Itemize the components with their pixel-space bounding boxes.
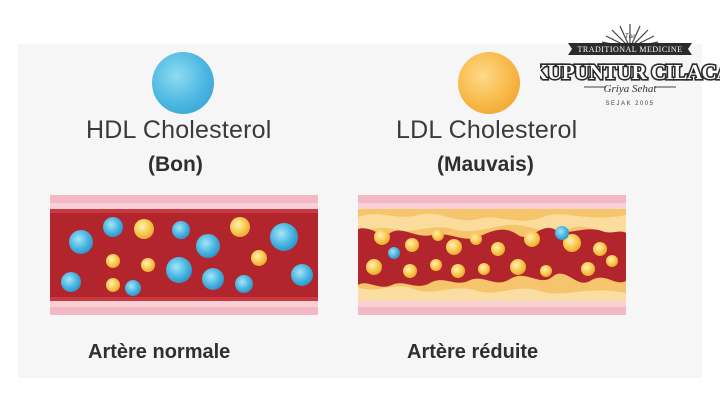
ldl-particles xyxy=(366,229,618,278)
ldl-particle-icon xyxy=(458,52,520,114)
narrowed-artery-caption: Artère réduite xyxy=(407,341,539,363)
narrowed-artery-illustration xyxy=(358,195,626,315)
hdl-title: HDL Cholesterol xyxy=(86,116,272,144)
ldl-title: LDL Cholesterol xyxy=(396,116,578,144)
hdl-subtitle: (Bon) xyxy=(148,153,203,176)
svg-text:SEJAK 2005: SEJAK 2005 xyxy=(605,101,654,107)
ldl-particles xyxy=(106,217,267,292)
normal-artery-illustration xyxy=(50,195,318,315)
akupuntur-cilacap-logo: The TRADITIONAL MEDICINE AKUPUNTUR CILAC… xyxy=(540,24,720,107)
blood-flow xyxy=(358,227,626,287)
svg-text:The: The xyxy=(625,32,636,40)
svg-text:AKUPUNTUR CILACAP: AKUPUNTUR CILACAP xyxy=(540,60,720,84)
hdl-particles xyxy=(61,217,313,296)
svg-text:TRADITIONAL MEDICINE: TRADITIONAL MEDICINE xyxy=(577,45,682,54)
normal-artery-caption: Artère normale xyxy=(88,341,231,363)
hdl-particles xyxy=(388,226,569,259)
svg-text:Griya Sehat: Griya Sehat xyxy=(604,83,658,95)
ldl-subtitle: (Mauvais) xyxy=(437,153,534,176)
hdl-particle-icon xyxy=(152,52,214,114)
